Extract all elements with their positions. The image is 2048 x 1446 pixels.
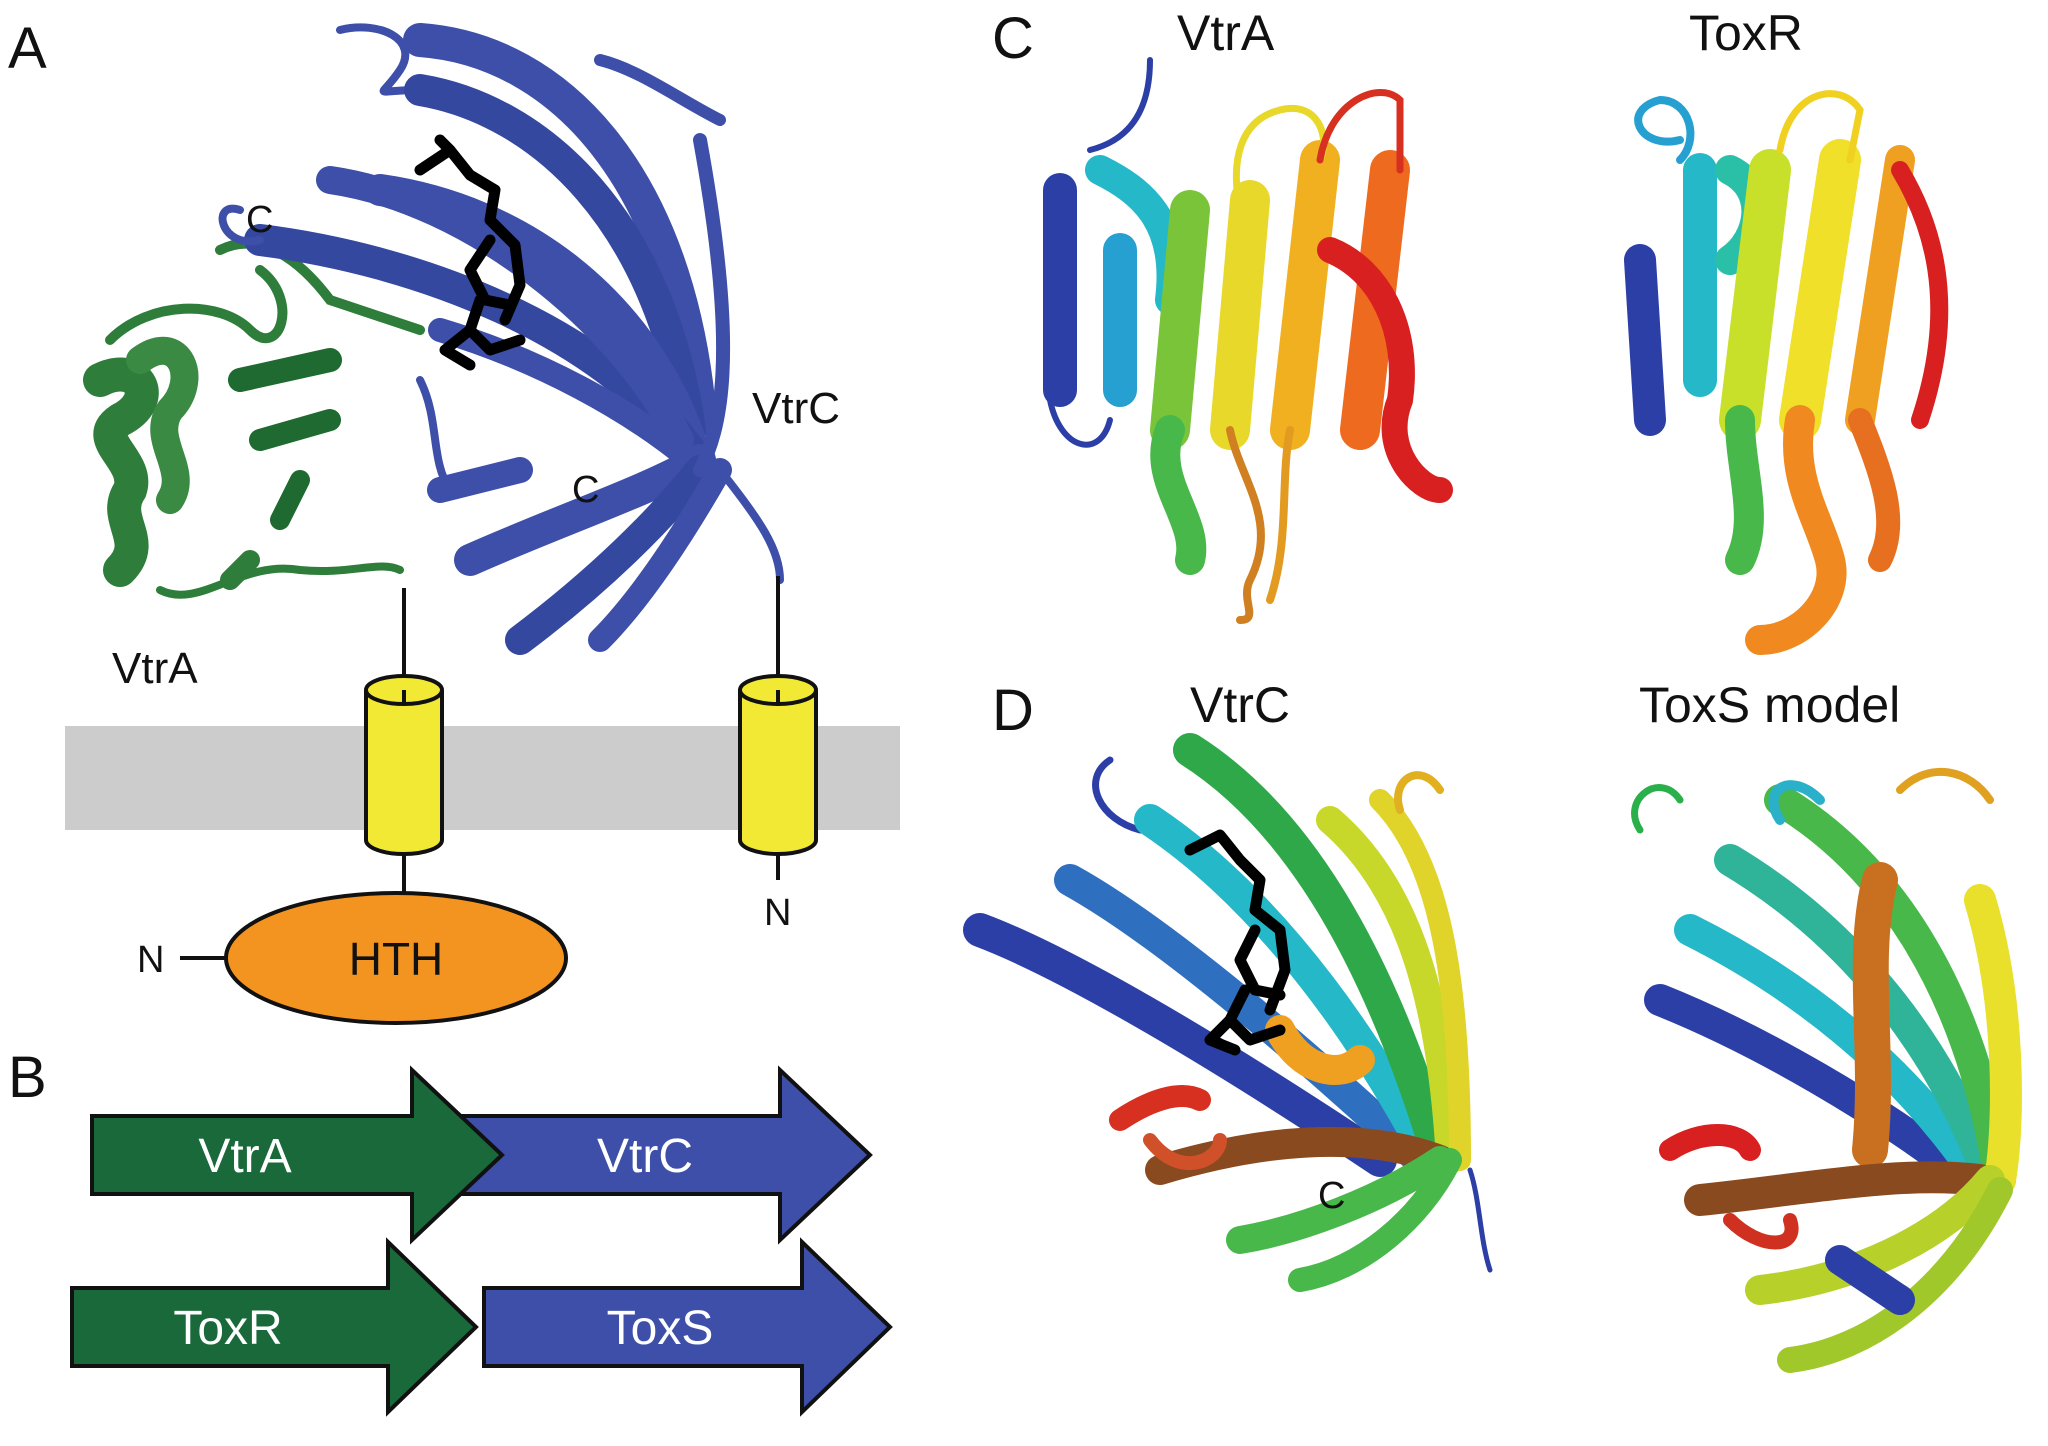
gene-label-vtrc: VtrC: [597, 1130, 693, 1183]
n-terminus-right: N: [764, 892, 791, 934]
toxs-model-rainbow-structure: [1631, 768, 2022, 1373]
gene-arrow-toxr: [70, 1237, 479, 1417]
panel-a-letter: A: [8, 16, 47, 81]
panel-b: B VtrA VtrC ToxR ToxS: [8, 1045, 893, 1417]
hth-label: HTH: [349, 933, 444, 985]
panel-d-letter: D: [992, 678, 1034, 743]
panel-c-right-title: ToxR: [1689, 5, 1803, 61]
panel-d: D VtrC ToxS model C: [963, 677, 2022, 1373]
gene-arrow-vtra: [90, 1065, 505, 1245]
vtrc-c-terminus: C: [572, 469, 599, 511]
gene-label-vtra: VtrA: [198, 1130, 291, 1183]
vtra-rainbow-structure: [1043, 57, 1453, 624]
panel-d-right-title: ToxS model: [1639, 677, 1900, 733]
panel-c-left-title: VtrA: [1177, 5, 1275, 61]
vtrc-label: VtrC: [752, 384, 840, 433]
vtrc-d-c-terminus: C: [1318, 1175, 1345, 1217]
panel-c: C VtrA ToxR: [992, 5, 1949, 655]
n-terminus-left: N: [137, 939, 164, 981]
gene-label-toxs: ToxS: [607, 1302, 714, 1355]
panel-a: A VtrA: [8, 16, 900, 1025]
vtra-c-terminus: C: [246, 199, 273, 241]
gene-arrow-toxs: [482, 1237, 893, 1417]
steroid-ligand-icon: [414, 134, 526, 371]
panel-d-left-title: VtrC: [1190, 677, 1290, 733]
panel-c-letter: C: [992, 6, 1034, 71]
toxr-rainbow-structure: [1624, 90, 1949, 655]
steroid-ligand-icon-d: [1184, 829, 1291, 1056]
gene-label-toxr: ToxR: [173, 1302, 282, 1355]
vtrc-structure: [218, 23, 784, 655]
vtra-label: VtrA: [112, 644, 198, 693]
gene-arrow-vtrc: [453, 1065, 873, 1245]
vtra-structure: [83, 238, 425, 599]
panel-b-letter: B: [8, 1045, 47, 1110]
